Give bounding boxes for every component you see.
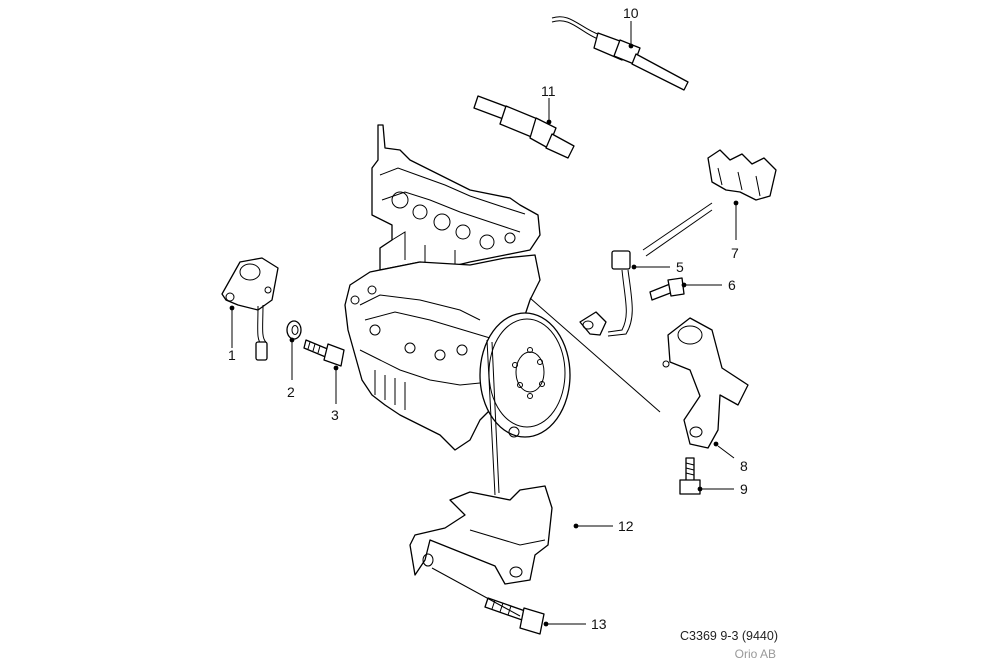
part-2-washer — [286, 320, 302, 340]
part-9-bolt — [679, 457, 701, 495]
callout-2: 2 — [287, 384, 295, 400]
callout-11: 11 — [541, 83, 556, 99]
part-1-sensor — [221, 257, 279, 361]
part-8-bracket — [662, 317, 749, 449]
diagram-reference: C3369 9-3 (9440) — [680, 629, 778, 643]
callout-labels: 1 2 3 5 6 7 8 9 10 11 12 13 — [228, 5, 748, 632]
part-6-bolt — [649, 277, 685, 301]
callout-9: 9 — [740, 481, 748, 497]
callout-10: 10 — [623, 5, 639, 21]
callout-1: 1 — [228, 347, 236, 363]
callout-8: 8 — [740, 458, 748, 474]
part-10-sensor — [551, 16, 689, 91]
part-13-bolt — [431, 567, 545, 635]
copyright-text: Orio AB — [735, 647, 776, 661]
callout-6: 6 — [728, 277, 736, 293]
callout-7: 7 — [731, 245, 739, 261]
engine-block — [344, 124, 571, 451]
part-5-connector — [579, 250, 633, 337]
part-12-bracket — [409, 297, 661, 585]
callout-12: 12 — [618, 518, 634, 534]
part-11-sensor — [473, 95, 575, 159]
callout-3: 3 — [331, 407, 339, 423]
callout-leaders — [229, 21, 739, 627]
callout-5: 5 — [676, 259, 684, 275]
part-7-clip — [642, 149, 777, 257]
part-3-bolt — [303, 339, 345, 367]
callout-13: 13 — [591, 616, 607, 632]
